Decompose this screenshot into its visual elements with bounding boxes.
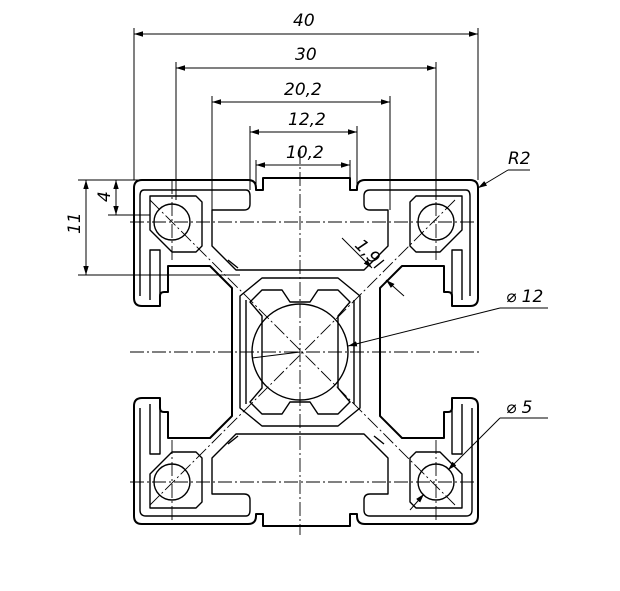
dim-label-4: 4	[95, 191, 115, 202]
dim-label-20-2: 20,2	[284, 80, 322, 100]
dim-label-12-2: 12,2	[288, 110, 326, 130]
center-lines	[130, 150, 482, 535]
dim-label-11: 11	[65, 212, 85, 234]
corner-cores	[149, 195, 463, 509]
dimension-lines	[78, 28, 548, 511]
dim-label-r2: R2	[508, 149, 531, 169]
dim-label-30: 30	[295, 45, 317, 65]
dim-label-40: 40	[293, 11, 315, 31]
dim-label-dia-12: ⌀ 12	[506, 287, 543, 307]
wall-inner-lines	[139, 189, 473, 517]
dim-label-dia-5: ⌀ 5	[506, 398, 532, 418]
central-core	[239, 277, 361, 427]
dim-label-10-2: 10,2	[286, 143, 324, 163]
